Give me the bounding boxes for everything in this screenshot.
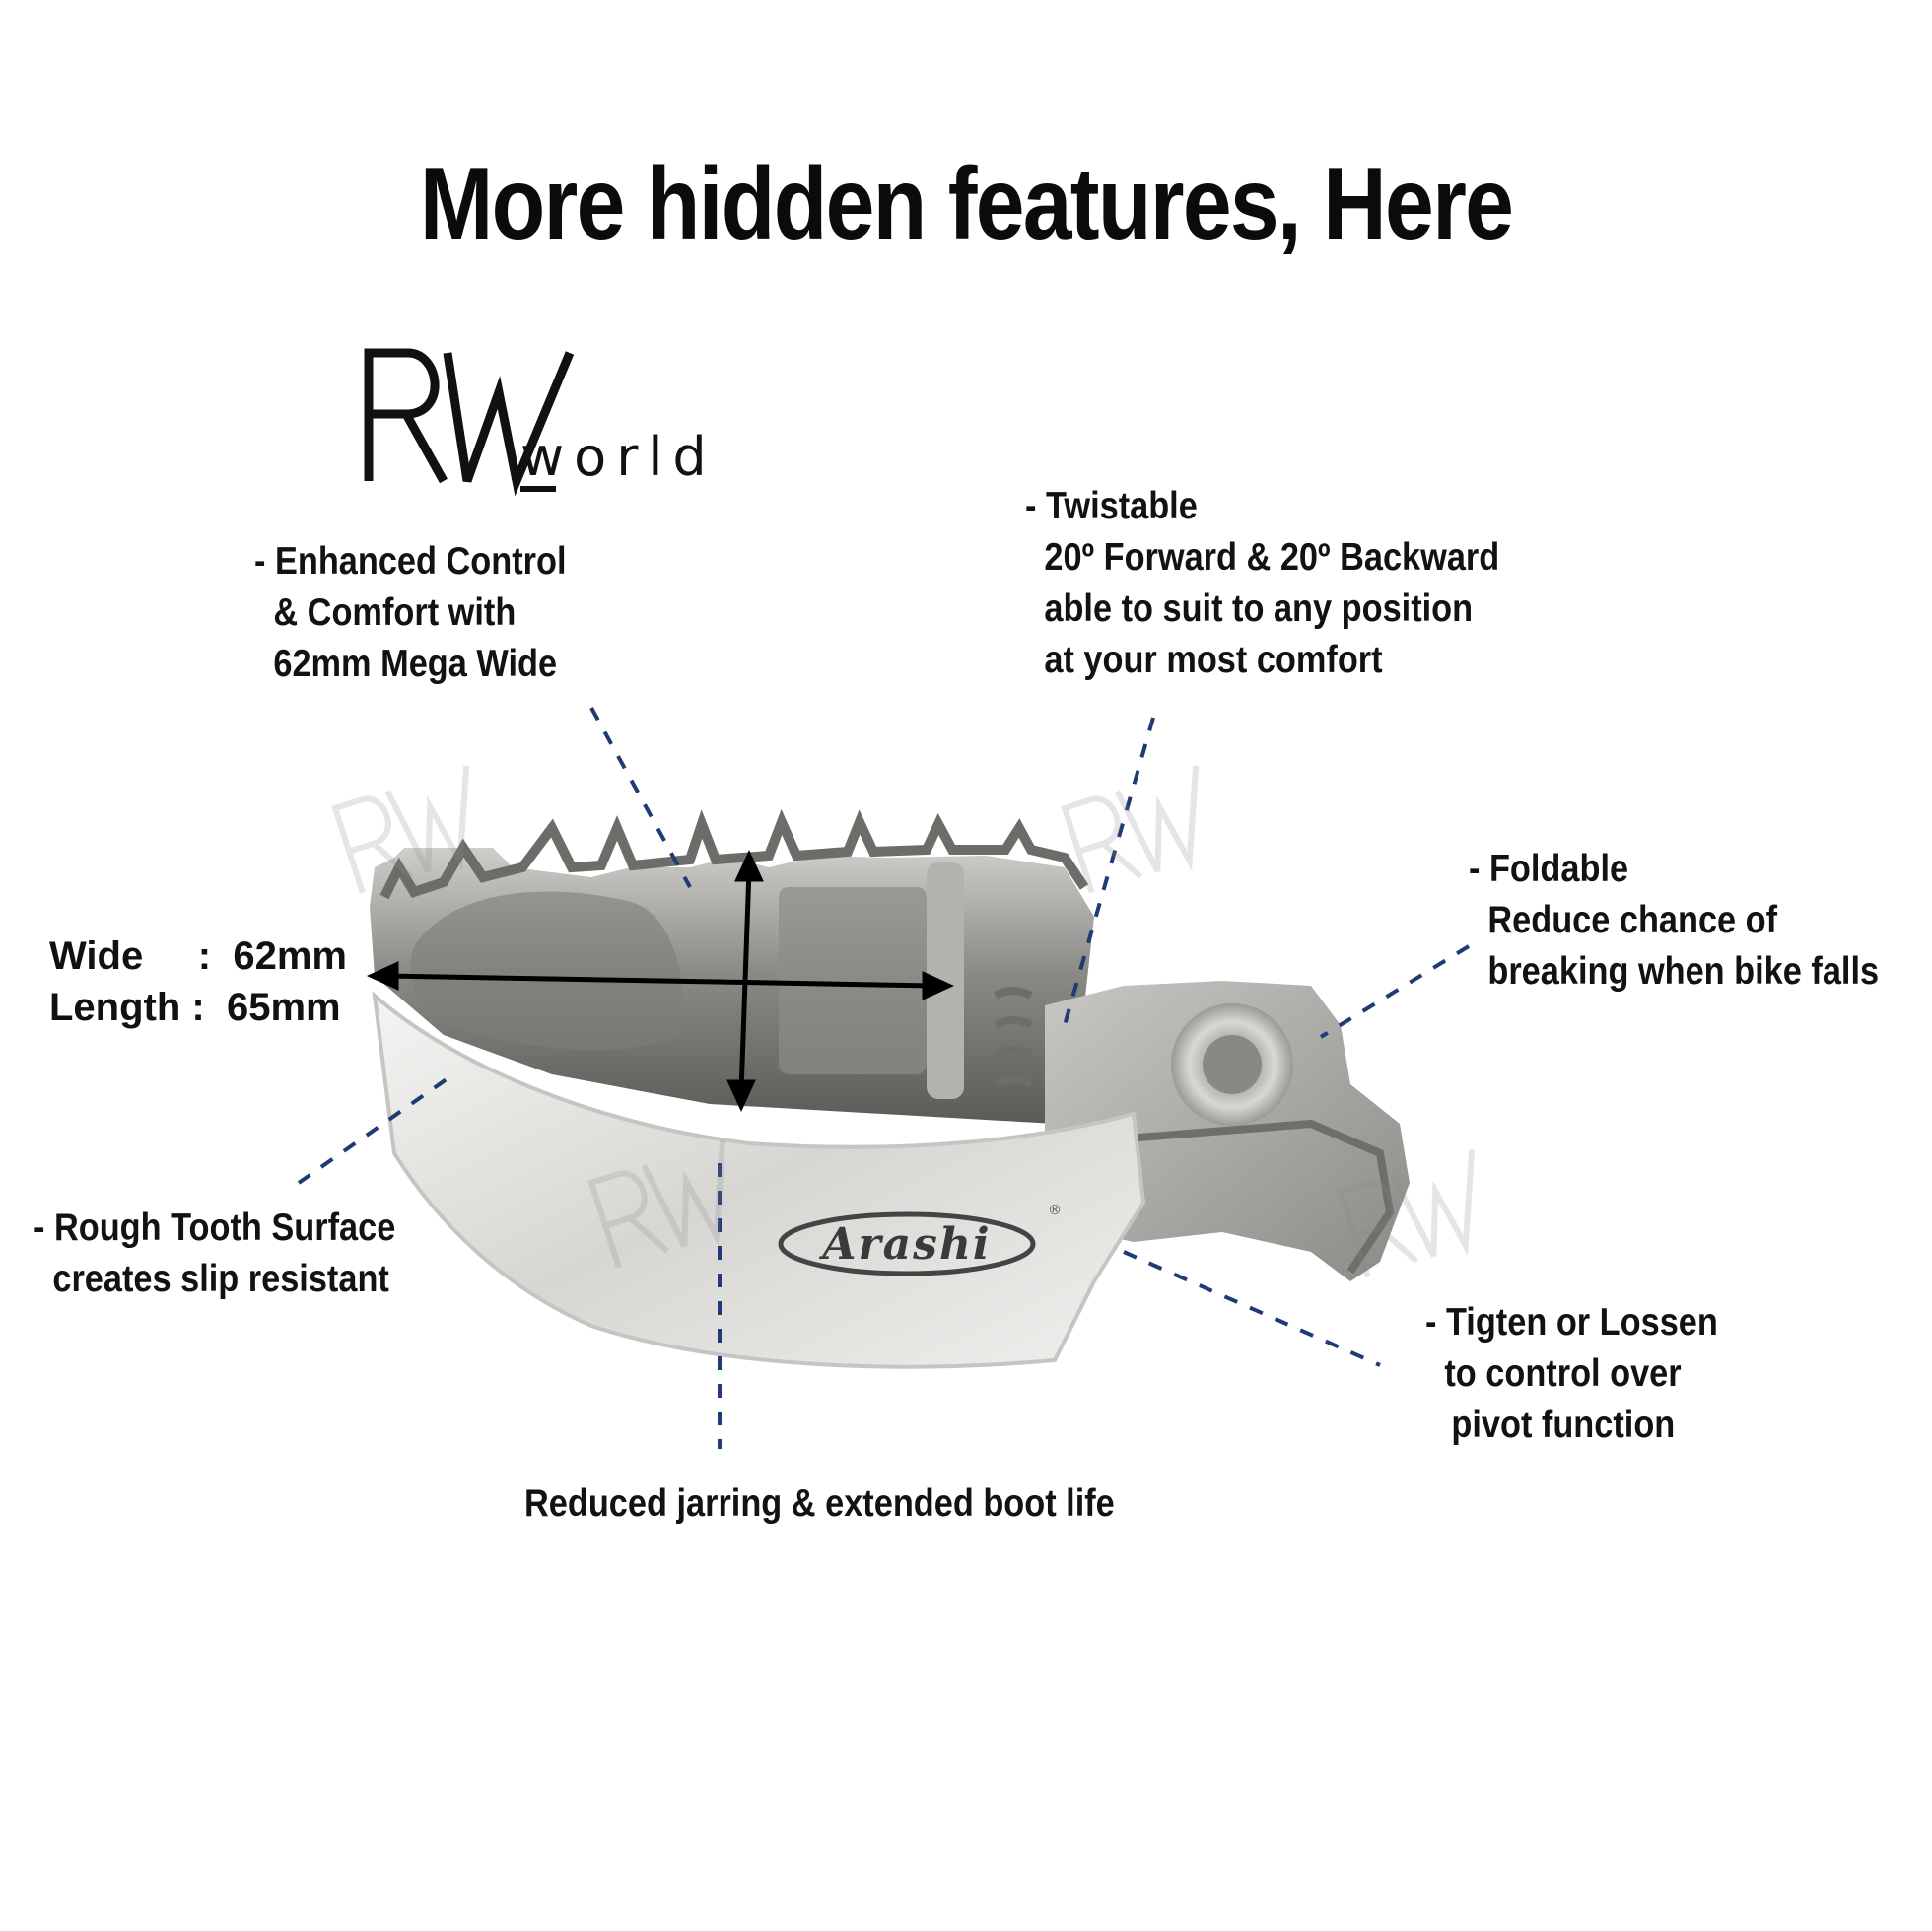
length-spec: Length : 65mm xyxy=(49,986,341,1029)
feature-rough-tooth: - Rough Tooth Surface creates slip resis… xyxy=(34,1203,395,1305)
length-value: 65mm xyxy=(226,986,341,1029)
feature-line: Reduce chance of xyxy=(1487,899,1778,941)
feature-enhanced-control: - Enhanced Control & Comfort with 62mm M… xyxy=(254,536,567,690)
feature-line: creates slip resistant xyxy=(52,1258,389,1300)
feature-line: - Enhanced Control xyxy=(254,540,567,583)
feature-foldable: - Foldable Reduce chance of breaking whe… xyxy=(1469,844,1879,998)
feature-line: - Tigten or Lossen xyxy=(1425,1301,1718,1344)
feature-line: to control over xyxy=(1444,1352,1682,1395)
logo-word: world xyxy=(520,426,717,488)
width-value: 62mm xyxy=(233,934,347,978)
feature-line: & Comfort with xyxy=(273,591,517,634)
feature-line: 62mm Mega Wide xyxy=(273,643,558,685)
width-label: Wide xyxy=(49,934,144,978)
length-label: Length xyxy=(49,986,181,1029)
dimension-specs: Wide : 62mm Length : 65mm xyxy=(49,931,347,1033)
footpeg-body xyxy=(370,808,1094,1124)
dimension-arrows xyxy=(366,849,955,1113)
brand-label: Arashi xyxy=(818,1219,991,1270)
leader-lines xyxy=(297,707,1471,1449)
feature-line: - Twistable xyxy=(1025,485,1198,527)
feature-line: breaking when bike falls xyxy=(1487,950,1880,993)
page-title: More hidden features, Here xyxy=(419,147,1514,261)
watermarks xyxy=(331,765,1476,1278)
rw-world-logo: world RW xyxy=(364,348,717,497)
feature-line: - Foldable xyxy=(1469,848,1629,890)
feature-line: 20º Forward & 20º Backward xyxy=(1044,536,1500,579)
feature-twistable: - Twistable 20º Forward & 20º Backward a… xyxy=(1025,481,1499,686)
feature-reduced-jarring: Reduced jarring & extended boot life xyxy=(524,1483,1115,1525)
width-spec: Wide : 62mm xyxy=(49,934,347,978)
feature-line: at your most comfort xyxy=(1044,639,1383,681)
feature-line: - Rough Tooth Surface xyxy=(34,1207,396,1249)
registered-mark: ® xyxy=(1048,1203,1062,1218)
feature-line: pivot function xyxy=(1451,1404,1676,1446)
footpeg-front-plate: Arashi ® xyxy=(372,991,1146,1369)
feature-tighten-loosen: - Tigten or Lossen to control over pivot… xyxy=(1425,1297,1718,1451)
feature-line: able to suit to any position xyxy=(1044,587,1474,630)
